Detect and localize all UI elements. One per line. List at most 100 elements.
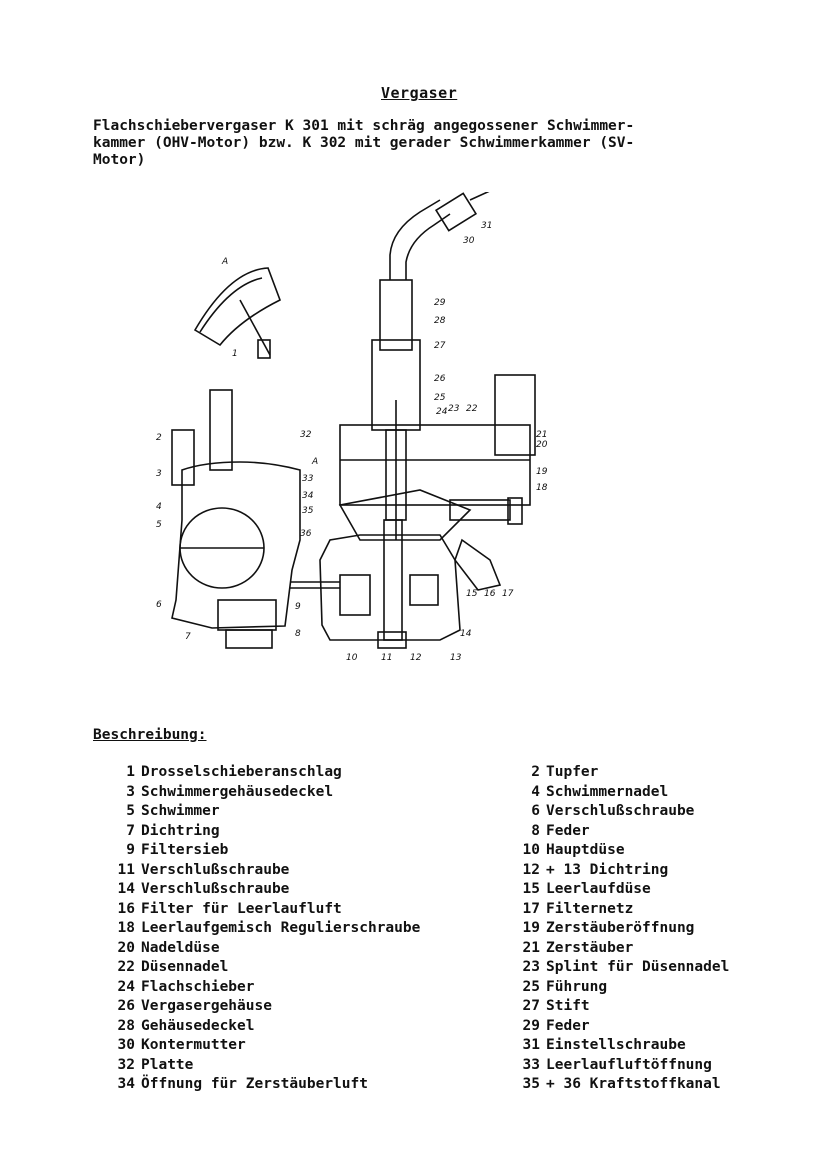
callout-26: 26 <box>434 374 446 384</box>
legend-row: 20 Nadeldüse <box>100 940 520 960</box>
callout-16: 16 <box>484 589 496 599</box>
legend-number: 22 <box>117 959 135 975</box>
callout-30: 30 <box>463 236 475 246</box>
callout-7: 7 <box>185 632 191 642</box>
callout-13: 13 <box>450 653 462 663</box>
legend-label: Flachschieber <box>141 978 255 995</box>
legend-number: 24 <box>117 978 135 995</box>
legend-number: 28 <box>117 1017 135 1034</box>
legend-number: 7 <box>126 822 135 839</box>
legend-number: 23 <box>522 959 540 975</box>
legend-label: Leerlaufdüse <box>546 881 651 897</box>
callout-9: 9 <box>295 602 301 612</box>
legend-row: 24 Flachschieber <box>100 979 520 999</box>
legend-label: Feder <box>546 822 590 839</box>
legend-number: 4 <box>531 783 540 800</box>
legend-row: 8 Feder <box>510 823 810 843</box>
callout-24: 24 <box>436 407 448 417</box>
legend-label: Nadeldüse <box>141 939 220 956</box>
legend-number: 21 <box>522 939 540 956</box>
legend-number: 25 <box>522 978 540 995</box>
legend-number: 5 <box>126 803 135 819</box>
legend-number: 8 <box>531 822 540 839</box>
callout-1: 1 <box>232 349 238 359</box>
detail-label-a: A <box>221 257 228 267</box>
legend-row: 34 Öffnung für Zerstäuberluft <box>100 1076 520 1096</box>
legend-row: 35+ 36 Kraftstoffkanal <box>510 1076 810 1096</box>
callout-29: 29 <box>434 298 446 308</box>
legend-row: 2 Tupfer <box>510 764 810 784</box>
legend-number: 12 <box>522 861 540 878</box>
callout-3: 3 <box>156 469 162 479</box>
legend-label: Leerlaufluftöffnung <box>546 1056 712 1073</box>
callout-34: 34 <box>302 491 314 501</box>
legend-label: + 36 Kraftstoffkanal <box>546 1076 721 1092</box>
legend-number: 19 <box>522 920 540 936</box>
legend-label: Düsennadel <box>141 959 229 975</box>
legend-label: Zerstäuberöffnung <box>546 920 695 936</box>
callout-18: 18 <box>536 483 548 493</box>
legend-label: Öffnung für Zerstäuberluft <box>141 1076 368 1092</box>
legend-row: 16 Filter für Leerlaufluft <box>100 901 520 921</box>
legend-label: Dichtring <box>141 822 220 839</box>
legend-row: 4 Schwimmernadel <box>510 784 810 804</box>
legend-label: Tupfer <box>546 764 599 780</box>
legend-label: Verschlußschraube <box>141 881 290 897</box>
legend-row: 17 Filternetz <box>510 901 810 921</box>
legend-row: 7 Dichtring <box>100 823 520 843</box>
legend-label: Schwimmergehäusedeckel <box>141 783 334 800</box>
legend-number: 11 <box>117 861 135 878</box>
callout-11: 11 <box>381 653 392 663</box>
legend-number: 27 <box>522 998 540 1014</box>
legend-number: 31 <box>522 1037 540 1053</box>
callout-2: 2 <box>156 433 162 443</box>
legend-label: Filtersieb <box>141 842 229 858</box>
section-marker-a: A <box>311 457 318 467</box>
legend-number: 34 <box>117 1076 135 1092</box>
callout-32: 32 <box>300 430 312 440</box>
legend-row: 14 Verschlußschraube <box>100 881 520 901</box>
callout-8: 8 <box>295 629 301 639</box>
legend-number: 17 <box>522 900 540 917</box>
legend-number: 15 <box>522 881 540 897</box>
callout-4: 4 <box>156 502 162 512</box>
legend-number: 3 <box>126 783 135 800</box>
legend-number: 2 <box>531 764 540 780</box>
callout-31: 31 <box>481 221 492 231</box>
legend-row: 12+ 13 Dichtring <box>510 862 810 882</box>
legend-number: 16 <box>117 900 135 917</box>
callout-22: 22 <box>466 404 478 414</box>
legend-number: 14 <box>117 881 135 897</box>
callout-35: 35 <box>302 506 314 516</box>
legend-number: 20 <box>117 939 135 956</box>
legend-number: 18 <box>117 920 135 936</box>
callout-27: 27 <box>434 341 446 351</box>
legend-label: Kontermutter <box>141 1037 246 1053</box>
legend-label: Drosselschieberanschlag <box>141 764 342 780</box>
legend-label: Filternetz <box>546 900 634 917</box>
legend-number: 26 <box>117 998 135 1014</box>
legend-label: Filter für Leerlaufluft <box>141 900 342 917</box>
legend-label: Führung <box>546 978 608 995</box>
legend-label: Platte <box>141 1056 194 1073</box>
callout-23: 23 <box>448 404 460 414</box>
legend-row: 22 Düsennadel <box>100 959 520 979</box>
legend-label: Schwimmernadel <box>546 783 669 800</box>
callout-19: 19 <box>536 467 548 477</box>
legend-label: Schwimmer <box>141 803 220 819</box>
legend-number: 29 <box>522 1017 540 1034</box>
